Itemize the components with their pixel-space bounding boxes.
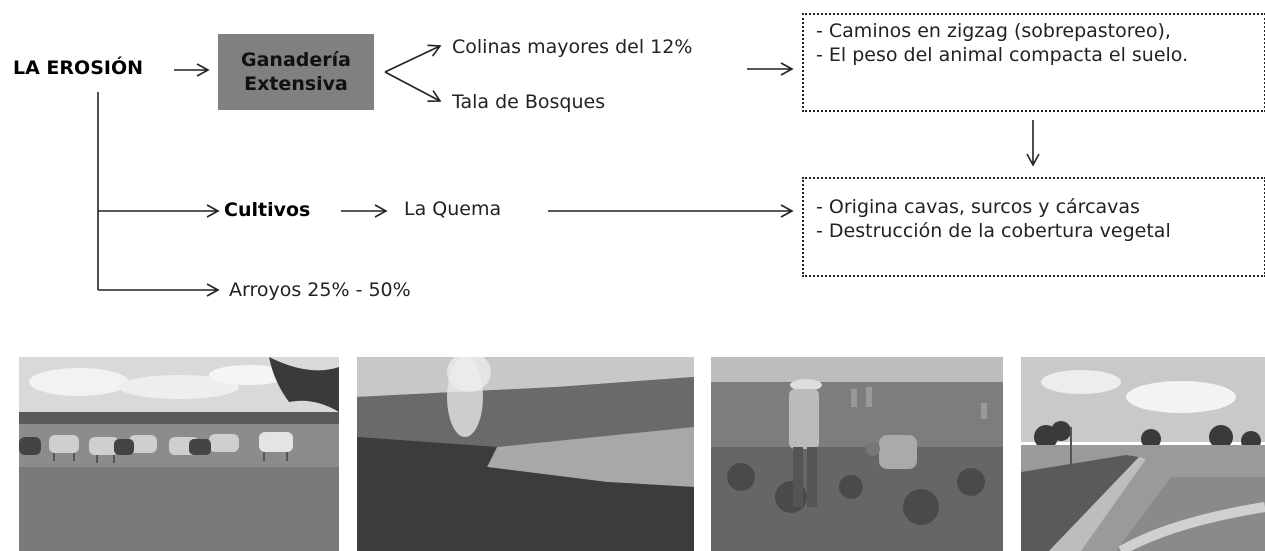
photo-bridge-creek [1021,357,1265,551]
photo-farmers-crops [711,357,1003,551]
effects-top-line2: - El peso del animal compacta el suelo. [816,44,1189,66]
branch-quema: La Quema [404,198,502,220]
arrow-ganaderia-to-tala [384,71,442,102]
effects-bottom-line2: - Destrucción de la cobertura vegetal [816,220,1171,242]
photo-burning-field [357,357,694,551]
branch-colinas: Colinas mayores del 12% [452,36,693,58]
ganaderia-box: Ganadería Extensiva [218,34,374,110]
photo-cattle-pasture [19,357,339,551]
branch-arroyos: Arroyos 25% - 50% [229,279,411,301]
arrow-ganaderia-to-colinas [384,44,442,73]
effects-top-line1: - Caminos en zigzag (sobrepastoreo), [816,20,1171,42]
ganaderia-line2: Extensiva [244,73,348,95]
effects-box-bottom: - Origina cavas, surcos y cárcavas - Des… [802,177,1265,277]
effects-bottom-line1: - Origina cavas, surcos y cárcavas [816,196,1140,218]
root-label: LA EROSIÓN [13,57,143,79]
effects-box-top: - Caminos en zigzag (sobrepastoreo), - E… [802,13,1265,112]
branch-tala: Tala de Bosques [452,91,606,113]
ganaderia-line1: Ganadería [241,49,351,71]
branch-cultivos: Cultivos [224,199,311,221]
